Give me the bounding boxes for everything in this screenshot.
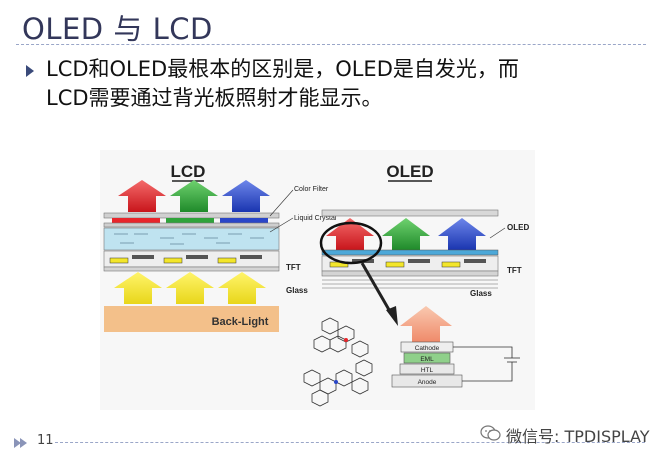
slide-title: OLED 与 LCD [22, 12, 213, 46]
bullet-text: LCD和OLED最根本的区别是，OLED是自发光，而 LCD需要通过背光板照射才… [46, 55, 646, 113]
oled-drive-circuit [453, 346, 520, 382]
oled-tft-label: TFT [507, 266, 522, 275]
watermark-text: 微信号: TPDISPLAY [506, 427, 650, 446]
bullet-line-2: LCD需要通过背光板照射才能显示。 [46, 86, 383, 110]
color-filter-leader [269, 189, 294, 217]
lcd-filter-green [166, 218, 214, 223]
oled-glass-top [321, 209, 499, 217]
lcd-green-arrow [170, 180, 218, 212]
oled-leader [489, 227, 506, 239]
page-number: 11 [37, 433, 54, 448]
lcd-heading: LCD [171, 162, 206, 181]
lcd-filter-red [112, 218, 160, 223]
eml-layer [403, 352, 451, 364]
lcd-oled-structure-diagram: LCD Back-Light Col [100, 150, 535, 410]
oled-glass-label: Glass [470, 289, 492, 298]
footer-arrow-icon [14, 438, 21, 448]
oled-glass-hatch [322, 279, 498, 289]
htl-label: HTL [421, 367, 434, 374]
oled-emission-arrow [400, 306, 452, 342]
title-divider [16, 44, 646, 45]
bullet-arrow-icon [26, 65, 34, 77]
lcd-liquid-crystal-molecules [114, 233, 264, 245]
wechat-icon [480, 425, 501, 441]
oled-emitter-layer [321, 249, 499, 256]
lcd-red-arrow [118, 180, 166, 212]
lcd-filter-blue [220, 218, 268, 223]
eml-label: EML [420, 356, 434, 363]
organic-molecules-illustration [303, 317, 373, 407]
lcd-glass-top [103, 212, 280, 219]
molecule-atom-red [344, 338, 348, 342]
oled-blue-arrow [438, 218, 486, 250]
color-filter-label: Color Filter [294, 186, 329, 193]
cathode-label: Cathode [415, 345, 440, 352]
zoom-ellipse [319, 221, 383, 265]
lcd-backlight-label: Back-Light [212, 316, 269, 328]
lcd-backlight [104, 306, 279, 332]
lcd-liquid-crystal-layer [103, 227, 280, 251]
oled-glass-bottom [321, 270, 499, 277]
lcd-tft-label: TFT [286, 263, 301, 272]
oled-green-arrow [382, 218, 430, 250]
bullet-line-1: LCD和OLED最根本的区别是，OLED是自发光，而 [46, 57, 519, 81]
liquid-crystal-label: Liquid Crystal [294, 215, 337, 222]
lcd-glass-label: Glass [286, 286, 308, 295]
anode-label: Anode [418, 379, 437, 386]
oled-red-arrow [326, 218, 374, 250]
molecule-atom-blue [334, 380, 338, 384]
footer-divider [55, 442, 645, 443]
zoom-arrow-line [360, 262, 394, 316]
lcd-filter-base [103, 222, 280, 228]
footer-arrow-icon-2 [20, 438, 27, 448]
oled-layer-label: OLED [507, 223, 529, 232]
lcd-blue-arrow [222, 180, 270, 212]
liquid-crystal-leader [269, 217, 294, 233]
lcd-glass-bottom [103, 266, 280, 272]
lcd-tft-elements [109, 255, 262, 264]
oled-heading: OLED [386, 162, 433, 181]
htl-layer [399, 363, 455, 375]
zoom-arrow-head-icon [386, 306, 398, 326]
lcd-yellow-arrows [114, 272, 266, 304]
